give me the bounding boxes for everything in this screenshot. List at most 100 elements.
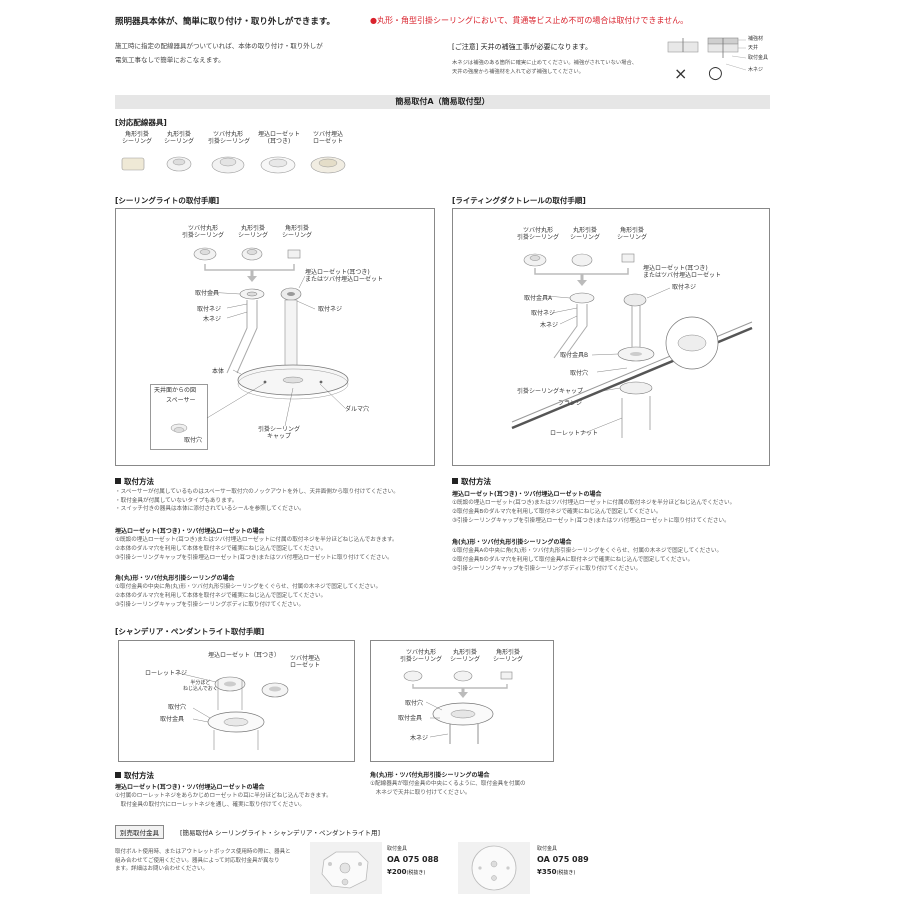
- method-right-case-1-title: 埋込ローゼット(耳つき)・ツバ付埋込ローゼットの場合: [452, 491, 602, 498]
- method-left-case-1-title: 埋込ローゼット(耳つき)・ツバ付埋込ローゼットの場合: [115, 528, 265, 535]
- product-2-illustration: [471, 845, 517, 891]
- method-right-case-1-step-1: ①既設の埋込ローゼット(耳つき)またはツバ付埋込ローゼットに付属の取付ネジを半分…: [452, 500, 736, 507]
- chandelier-right-panel: [370, 640, 554, 762]
- section-banner: 簡易取付A（簡易取付型）: [115, 95, 770, 109]
- ceiling-label-screw: 取付ネジ: [197, 306, 222, 313]
- method-right-case-2-step-3: ③引掛シーリングキャップを引掛シーリングボディに取り付けてください。: [452, 565, 642, 572]
- product-2-price-value: ¥350: [537, 868, 557, 876]
- duct-rail-diagram: [511, 253, 753, 438]
- intro-line-2: 電気工事なしで簡単におこなえます。: [115, 56, 225, 64]
- method-right-case-1-step-2: ②取付金具Bのダルマ穴を利用して取付ネジで確実にねじ込んで固定してください。: [452, 508, 662, 515]
- device-label-3: ツバ付丸形 引掛シーリング: [208, 131, 251, 146]
- ceiling-panel-title: [シーリングライトの取付手順]: [115, 196, 220, 205]
- duct-label-b: 丸形引掛 シーリング: [570, 227, 601, 242]
- duct-label-a: ツバ付丸形 引掛シーリング: [517, 227, 560, 242]
- chand-right-bracket: 取付金具: [398, 715, 423, 722]
- chand-method-left-step-1: ①付属のローレットネジをあらかじめローゼットの耳に半分ほどねじ込んでおきます。: [115, 793, 332, 800]
- warning-text: ●丸形・角型引掛シーリングにおいて、貫通等ビス止め不可の場合は取付けできません。: [370, 16, 689, 25]
- method-left-case-2-step-1: ①取付金具の中央に角(丸)形・ツバ付丸形引掛シーリングをくぐらせ、付属の木ネジで…: [115, 584, 382, 591]
- duct-label-bracket-b: 取付金具B: [560, 352, 589, 359]
- method-left-case-2-title: 角(丸)形・ツバ付丸形引掛シーリングの場合: [115, 575, 235, 582]
- chand-method-left: 埋込ローゼット(耳つき)・ツバ付埋込ローゼットの場合 ①付属のローレットネジをあ…: [115, 783, 332, 810]
- chand-left-bracket: 取付金具: [160, 716, 185, 723]
- method-right-case-2-step-1: ①取付金具Aの中央に角(丸)形・ツバ付丸形引掛シーリングをくぐらせ、付属の木ネジ…: [452, 548, 723, 555]
- ceiling-label-bracket: 取付金具: [195, 290, 220, 297]
- duct-label-rosette: 埋込ローゼット(耳つき) またはツバ付埋込ローゼット: [643, 265, 722, 280]
- chand-method-left-title: 埋込ローゼット(耳つき)・ツバ付埋込ローゼットの場合: [115, 784, 265, 791]
- device-label-1: 角形引掛 シーリング: [121, 131, 152, 146]
- caution-line-1: 木ネジは補強のある箇所に確実に止めてください。補強がされていない場合、: [452, 60, 638, 66]
- duct-label-cap: 引掛シーリングキャップ: [517, 388, 584, 395]
- duct-label-screw: 取付ネジ: [531, 310, 556, 317]
- intro-line-1: 施工時に指定の配線器具がついていれば、本体の取り付け・取り外しが: [115, 42, 323, 50]
- chandelier-left-panel: [118, 640, 355, 762]
- device-label-2: 丸形引掛 シーリング: [163, 131, 194, 146]
- method-right-case-2-step-2: ②取付金具Bのダルマ穴を利用して取付金具Aに取付ネジで確実にねじ込んで固定してく…: [452, 556, 694, 563]
- optional-desc-3: ます。詳細はお問い合わせください。: [115, 866, 208, 873]
- duct-label-wood: 木ネジ: [540, 322, 559, 329]
- method-left-heading-text: 取付方法: [124, 477, 154, 486]
- method-left-heading: 取付方法: [115, 476, 154, 487]
- caution-title: [ご注意] 天井の補強工事が必要になります。: [452, 43, 592, 51]
- ceiling-label-a: ツバ付丸形 引掛シーリング: [182, 225, 225, 240]
- ceiling-label-daruma: ダルマ穴: [345, 406, 370, 413]
- method-right-case-1-step-3: ③引掛シーリングキャップを引掛埋込ローゼット(耳つき)またはツバ付埋込ローゼット…: [452, 517, 730, 524]
- ceiling-light-diagram: [170, 247, 349, 433]
- product-1-tax: (税抜き): [406, 870, 426, 876]
- chand-left-rosette: 埋込ローゼット（耳つき）: [208, 652, 281, 659]
- product-2-code: OA 075 089: [537, 855, 589, 864]
- product-1-code: OA 075 088: [387, 855, 439, 864]
- ok-mark: ○: [708, 63, 723, 83]
- method-left-note-2: ・取付金具が付属していないタイプもあります。: [115, 497, 238, 504]
- square-bullet-icon: [115, 478, 121, 484]
- ceiling-inset-title: 天井面からの図: [154, 387, 197, 394]
- chand-method-right: 角(丸)形・ツバ付丸形引掛シーリングの場合 ①配線器具が取付金具の中央にくるよう…: [370, 771, 526, 798]
- chand-left-knurl: ローレットネジ: [145, 670, 188, 677]
- caution-line-2: 天井の強度から補強材を入れて必ず補強してください。: [452, 69, 584, 75]
- ceiling-label-body: 本体: [212, 368, 225, 375]
- caution-label-2: 天井: [748, 45, 759, 51]
- device-icons: [121, 156, 346, 174]
- square-bullet-icon: [115, 772, 121, 778]
- method-left-case-2: 角(丸)形・ツバ付丸形引掛シーリングの場合 ①取付金具の中央に角(丸)形・ツバ付…: [115, 574, 381, 609]
- chand-method-left-heading: 取付方法: [115, 770, 154, 781]
- chand-method-right-step-1: ①配線器具が取付金具の中央にくるように、取付金具を付属の: [370, 781, 526, 788]
- chand-right-a: ツバ付丸形 引掛シーリング: [400, 649, 443, 664]
- chand-right-hole: 取付穴: [405, 700, 424, 707]
- caution-label-4: 木ネジ: [748, 67, 764, 73]
- intro-title: 照明器具本体が、簡単に取り付け・取り外しができます。: [115, 17, 335, 27]
- method-left-case-1-step-1: ①既設の埋込ローゼット(耳つき)またはツバ付埋込ローゼットに付属の取付ネジを半分…: [115, 537, 398, 544]
- method-left-note-3: ・スイッチ付きの器具は本体に添付されているシールを参照してください。: [115, 506, 305, 513]
- caution-diagram: [667, 37, 747, 71]
- ceiling-label-screw2: 取付ネジ: [318, 306, 343, 313]
- chand-method-right-step-2: 木ネジで天井に取り付けてください。: [370, 789, 471, 796]
- method-left-case-1-step-3: ③引掛シーリングキャップを引掛埋込ローゼット(耳つき)またはツバ付埋込ローゼット…: [115, 554, 393, 561]
- chand-right-b: 丸形引掛 シーリング: [450, 649, 481, 664]
- chand-right-c: 角形引掛 シーリング: [493, 649, 524, 664]
- method-right-case-2: 角(丸)形・ツバ付丸形引掛シーリングの場合 ①取付金具Aの中央に角(丸)形・ツバ…: [452, 538, 722, 573]
- ceiling-inset: [150, 384, 208, 450]
- method-left-case-2-step-2: ②本体のダルマ穴を利用して本体を取付ネジで確実にねじ込んで固定してください。: [115, 592, 327, 599]
- product-1-price: ¥200(税抜き): [387, 868, 425, 876]
- optional-desc-2: 組み合わせてご使用ください。器具によって対応取付金具が異なり: [115, 857, 280, 864]
- method-left-case-2-step-3: ③引掛シーリングキャップを引掛シーリングボディに取り付けてください。: [115, 601, 305, 608]
- optional-title: [簡易取付A シーリングライト・シャンデリア・ペンダントライト用]: [180, 829, 381, 837]
- method-right-case-2-title: 角(丸)形・ツバ付丸形引掛シーリングの場合: [452, 539, 572, 546]
- ceiling-label-wood: 木ネジ: [203, 316, 222, 323]
- product-2-tax: (税抜き): [556, 870, 576, 876]
- method-left-case-1-step-2: ②本体のダルマ穴を利用して本体を取付ネジで確実にねじ込んで固定してください。: [115, 545, 327, 552]
- chandelier-right-diagram: [403, 670, 513, 744]
- method-left-case-1: 埋込ローゼット(耳つき)・ツバ付埋込ローゼットの場合 ①既設の埋込ローゼット(耳…: [115, 527, 398, 562]
- duct-label-c: 角形引掛 シーリング: [617, 227, 648, 242]
- method-left-note-1: ・スペーサーが付属しているものはスペーサー取付穴のノックアウトを外し、天井面側か…: [115, 489, 399, 495]
- square-bullet-icon: [452, 478, 458, 484]
- ceiling-label-cap: 引掛シーリング キャップ: [258, 426, 301, 441]
- ceiling-inset-hole: 取付穴: [184, 437, 203, 444]
- chand-left-hole: 取付穴: [168, 704, 187, 711]
- duct-label-hole: 取付穴: [570, 370, 589, 377]
- caution-label-1: 補強材: [748, 36, 764, 42]
- chand-method-left-heading-text: 取付方法: [124, 771, 154, 780]
- product-1-label: 取付金具: [387, 846, 408, 852]
- duct-panel-title: [ライティングダクトレールの取付手順]: [452, 196, 586, 205]
- optional-desc-1: 取付ボルト使用時、またはアウトレットボックス使用時の際に、器具と: [115, 849, 291, 855]
